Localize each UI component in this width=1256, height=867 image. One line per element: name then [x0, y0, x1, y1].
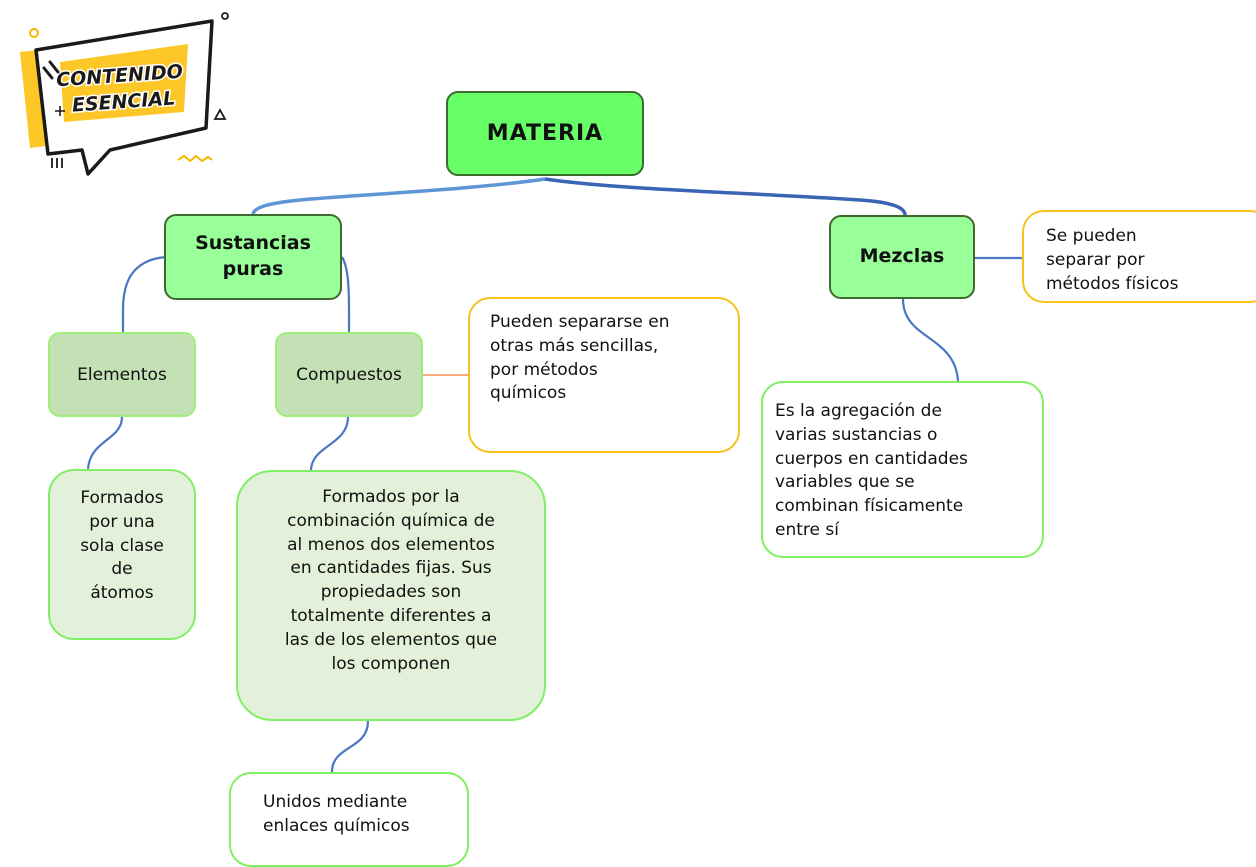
compuestos-separation-note: Pueden separarse en otras más sencillas,… [468, 297, 740, 453]
sustancias-puras-node: Sustancias puras [164, 214, 342, 300]
text-line: al menos dos elementos [287, 534, 495, 555]
sustancias-line2: puras [222, 258, 284, 280]
text-line: otras más sencillas, [490, 335, 659, 356]
text-line: métodos físicos [1046, 273, 1179, 294]
compuestos-description: Formados por la combinación química de a… [236, 470, 546, 721]
link-mezclas-desc [901, 298, 960, 382]
text-line: enlaces químicos [263, 815, 410, 836]
text-line: Pueden separarse en [490, 312, 670, 332]
link-materia-sustancias [251, 177, 546, 216]
mezclas-node: Mezclas [829, 215, 975, 299]
elementos-node: Elementos [48, 332, 196, 417]
text-line: sola clase [80, 535, 164, 556]
text-line: de [111, 559, 133, 580]
text-line: Formados por la [322, 487, 460, 507]
text-line: los componen [331, 653, 451, 674]
text-line: cuerpos en cantidades [775, 448, 968, 469]
text-line: variables que se [775, 472, 915, 493]
text-line: combinación química de [287, 510, 495, 531]
link-desc-enlaces [330, 720, 370, 773]
sustancias-line1: Sustancias [195, 232, 311, 255]
text-line: en cantidades fijas. Sus [290, 558, 492, 579]
text-line: entre sí [775, 519, 839, 540]
mezclas-separation-note: Se pueden separar por métodos físicos [1022, 210, 1256, 303]
text-line: químicos [490, 383, 567, 404]
compuestos-label: Compuestos [296, 364, 402, 385]
elementos-label: Elementos [77, 364, 167, 385]
link-elementos-desc [86, 416, 124, 470]
link-materia-mezclas [544, 177, 907, 216]
text-line: por una [89, 511, 155, 532]
link-sustancias-compuestos [341, 256, 351, 333]
text-line: separar por [1046, 249, 1145, 270]
text-line: Es la agregación de [775, 401, 942, 421]
text-line: combinan físicamente [775, 496, 964, 517]
text-line: átomos [90, 583, 154, 604]
text-line: por métodos [490, 359, 598, 380]
materia-label: MATERIA [486, 121, 604, 146]
contenido-esencial-badge: CONTENIDO ESENCIAL [20, 12, 229, 176]
mezclas-label: Mezclas [859, 245, 945, 268]
materia-node: MATERIA [446, 91, 644, 176]
link-sustancias-elementos [121, 255, 167, 332]
text-line: Se pueden [1046, 226, 1137, 246]
text-line: Formados [80, 488, 164, 508]
text-line: propiedades son [320, 582, 462, 603]
elementos-description: Formados por una sola clase de átomos [48, 469, 196, 640]
text-line: totalmente diferentes a [290, 605, 492, 626]
text-line: las de los elementos que [284, 629, 498, 650]
link-compuestos-desc [309, 416, 350, 471]
mezclas-description: Es la agregación de varias sustancias o … [761, 381, 1044, 558]
enlaces-note: Unidos mediante enlaces químicos [229, 772, 469, 867]
compuestos-node: Compuestos [275, 332, 423, 417]
text-line: varias sustancias o [775, 424, 938, 445]
text-line: Unidos mediante [263, 792, 408, 812]
